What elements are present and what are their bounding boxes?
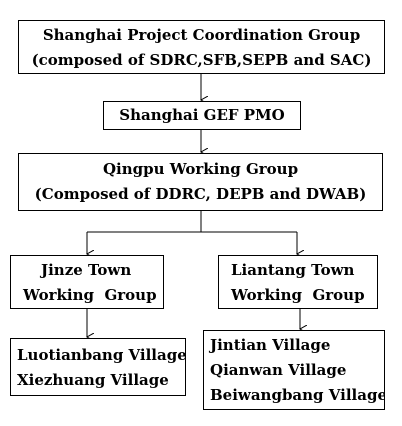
village-qianwan: Qianwan Village <box>210 361 347 379</box>
shanghai-project-coordination-group-box: Shanghai Project Coordination Group (com… <box>18 20 385 74</box>
liantang-town-working-group-box: Liantang Town Working Group <box>218 255 378 309</box>
village-beiwangbang: Beiwangbang Village <box>210 386 385 404</box>
pmo-label: Shanghai GEF PMO <box>119 106 285 124</box>
jinze-town-working-group-box: Jinze Town Working Group <box>10 255 164 309</box>
village-luotianbang: Luotianbang Village <box>17 346 186 364</box>
shanghai-gef-pmo-box: Shanghai GEF PMO <box>103 101 301 130</box>
jinze-title: Jinze Town <box>41 261 132 279</box>
jinze-villages-box: Luotianbang Village Xiezhuang Village <box>10 338 186 396</box>
coordination-group-title: Shanghai Project Coordination Group <box>42 26 361 44</box>
coordination-group-composition: (composed of SDRC,SFB,SEPB and SAC) <box>31 51 372 69</box>
liantang-title: Liantang Town <box>231 261 355 279</box>
liantang-subtitle: Working Group <box>231 286 365 304</box>
qingpu-working-group-box: Qingpu Working Group (Composed of DDRC, … <box>18 153 383 211</box>
qingpu-composition: (Composed of DDRC, DEPB and DWAB) <box>34 185 367 203</box>
village-xiezhuang: Xiezhuang Village <box>17 371 169 389</box>
jinze-subtitle: Working Group <box>23 286 157 304</box>
village-jintian: Jintian Village <box>210 336 331 354</box>
qingpu-title: Qingpu Working Group <box>102 160 299 178</box>
liantang-villages-box: Jintian Village Qianwan Village Beiwangb… <box>203 330 385 410</box>
